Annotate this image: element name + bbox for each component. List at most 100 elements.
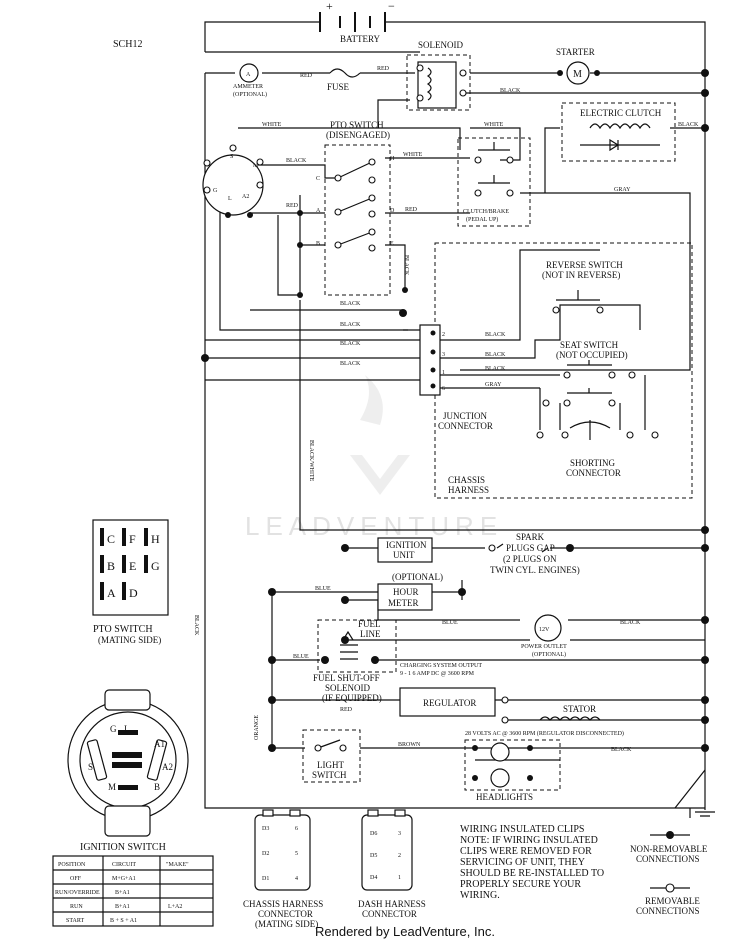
regulator-label: REGULATOR (423, 698, 476, 708)
battery-symbol (319, 12, 386, 32)
clips-note-line: WIRING. (460, 890, 500, 901)
pto-mating-pin-bar (122, 582, 126, 600)
solenoid-label: SOLENOID (418, 40, 463, 50)
light-switch-contact (317, 739, 341, 749)
starter-symbol-letter: M (573, 69, 582, 80)
battery-minus: − (388, 0, 395, 13)
ammeter-label: AMMETER (233, 84, 263, 90)
wire-red-1: RED (300, 73, 313, 79)
table-row3-circuit: B + S + A1 (110, 918, 137, 924)
pto-mating-pin-bar (122, 528, 126, 546)
wire-black-11: BLACK (193, 615, 199, 636)
pto-mating-pin-bar (100, 582, 104, 600)
fuse-label: FUSE (327, 82, 350, 92)
ign-pin-m: M (253, 163, 259, 169)
seat-switch-label: SEAT SWITCH (560, 340, 619, 350)
pto-pin-h: H (390, 156, 395, 162)
light-switch-label2: SWITCH (312, 770, 347, 780)
ammeter-symbol (239, 63, 259, 83)
pto-switch-disengaged: (DISENGAGED) (326, 130, 390, 140)
pto-mating-pin-a: A (107, 586, 116, 600)
ammeter-symbol-letter: A (246, 72, 251, 78)
pto-mating-pin-bar (100, 528, 104, 546)
footer-credit: Rendered by LeadVenture, Inc. (315, 924, 495, 939)
wire-black-7: BLACK (340, 361, 361, 367)
table-header-circuit: CIRCUIT (112, 862, 136, 868)
wire-black-12: BLACK (620, 620, 641, 626)
power-outlet-label: POWER OUTLET (521, 644, 567, 650)
fuel-solenoid-label: FUEL SHUT-OFF (313, 673, 380, 683)
hour-meter-box (377, 583, 433, 611)
wire-red-3: RED (286, 203, 299, 209)
ignition-unit-box (377, 537, 433, 563)
junction-connector-label: JUNCTION (443, 411, 487, 421)
pto-pin-c: C (316, 176, 320, 182)
charging-output-line2: 9 - 1 6 AMP DC @ 3600 RPM (400, 671, 475, 677)
power-outlet-12v: 12V (539, 627, 550, 633)
ign-pin-l: L (228, 196, 232, 202)
ignition-switch-title: IGNITION SWITCH (80, 842, 166, 853)
wire-blue-2: BLUE (442, 620, 458, 626)
solenoid-box (406, 54, 471, 111)
clips-note-line: NOTE: IF WIRING INSULATED (460, 835, 598, 846)
spark-plugs-line4: TWIN CYL. ENGINES) (490, 565, 580, 575)
starter-motor-symbol (566, 61, 590, 85)
junction-pin-1: 1 (442, 370, 445, 376)
chassis-harness-label: CHASSIS (448, 475, 485, 485)
pto-mating-box (92, 519, 169, 616)
fuse-symbol (329, 68, 361, 78)
headlight-2 (490, 768, 510, 788)
fuel-solenoid-label3: (IF EQUIPPED) (322, 693, 382, 703)
power-outlet-symbol (534, 614, 562, 642)
light-switch-box (302, 729, 361, 783)
clutch-brake-label: CLUTCH/BRAKE (463, 209, 509, 215)
chassis-pin-d1: D1 (262, 876, 269, 882)
pto-contacts (334, 158, 376, 252)
regulator-box (399, 687, 496, 717)
starter-label: STARTER (556, 47, 595, 57)
charging-output-line1: CHARGING SYSTEM OUTPUT (400, 663, 482, 669)
wire-white-3: WHITE (484, 122, 504, 128)
clips-note-line: SHOULD BE RE-INSTALLED TO (460, 868, 604, 879)
ac-note: 28 VOLTS AC @ 3600 RPM (REGULATOR DISCON… (465, 730, 624, 737)
clips-note-line: CLIPS WERE REMOVED FOR (460, 846, 592, 857)
table-row0-pos: OFF (70, 876, 82, 882)
hour-meter-optional: (OPTIONAL) (392, 572, 443, 582)
dash-harness-connector (361, 809, 413, 891)
chassis-pin-4: 4 (295, 876, 298, 882)
ign-pin-s: S (230, 154, 233, 160)
wire-orange: ORANGE (254, 715, 260, 740)
chassis-connector-label: CHASSIS HARNESS (243, 899, 323, 909)
dash-connector-label: DASH HARNESS (358, 899, 426, 909)
ammeter-optional: (OPTIONAL) (233, 91, 267, 98)
ignition-unit-label: IGNITION (386, 540, 427, 550)
ign-face-g: G (110, 724, 117, 734)
wire-black-3: BLACK (678, 122, 699, 128)
pto-mating-pin-g: G (151, 559, 160, 573)
pto-pin-e: E (390, 241, 394, 247)
table-row3-pos: START (66, 918, 84, 924)
chassis-pin-5: 5 (295, 851, 298, 857)
chassis-connector-label3: (MATING SIDE) (255, 919, 318, 929)
watermark-logo (350, 375, 410, 495)
pto-mating-subtitle: (MATING SIDE) (98, 635, 161, 645)
seat-switch-contacts (536, 360, 659, 440)
spark-plugs-line1: SPARK (516, 532, 545, 542)
wire-black-6: BLACK (340, 341, 361, 347)
legend-nonremovable: NON-REMOVABLE (630, 844, 708, 854)
wire-black-10: BLACK (485, 366, 506, 372)
wire-black-4: BLACK (340, 301, 361, 307)
ign-pin-a2: A2 (242, 194, 249, 200)
pto-mating-pin-d: D (129, 586, 138, 600)
spark-plugs-line2: PLUGS GAP (506, 543, 555, 553)
legend-removable: REMOVABLE (645, 896, 700, 906)
ign-face-s: S (88, 762, 93, 772)
junction-pin-2: 2 (442, 332, 445, 338)
clutch-brake-pedal: (PEDAL UP) (466, 216, 498, 223)
reverse-switch-contacts (552, 290, 604, 314)
junction-pin-3: 3 (442, 352, 445, 358)
wire-black-white: BLACK/WHITE (308, 440, 314, 482)
ign-pin-g: G (213, 188, 218, 194)
